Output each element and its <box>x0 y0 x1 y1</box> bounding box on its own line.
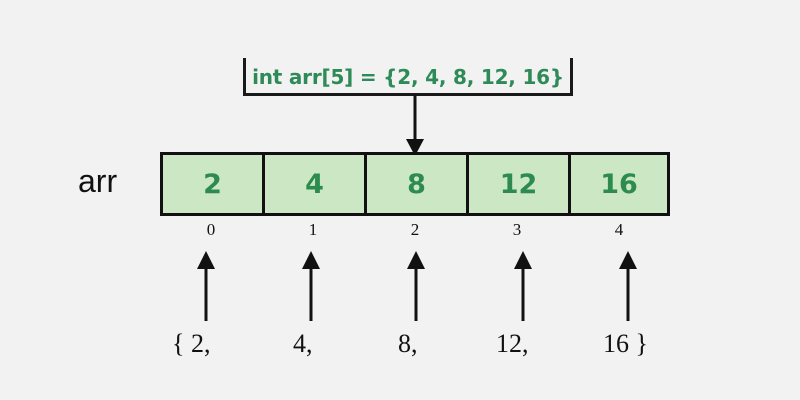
array-cell: 12 <box>466 152 568 216</box>
array-cell: 16 <box>568 152 670 216</box>
array-cell: 4 <box>262 152 364 216</box>
initializer-value-label: 12, <box>496 329 529 358</box>
initializer-up-arrow-icon <box>514 251 532 321</box>
initializer-up-arrow-icon <box>407 251 425 321</box>
array-index-label: 4 <box>614 220 624 239</box>
array-index-label: 0 <box>206 220 216 239</box>
initializer-value-label: 16 } <box>603 329 648 358</box>
array-declaration-text: int arr[5] = {2, 4, 8, 12, 16} <box>252 65 564 89</box>
array-cell: 2 <box>160 152 262 216</box>
initializer-value-label: 8, <box>398 329 418 358</box>
array-index-label: 1 <box>308 220 318 239</box>
initializer-up-arrow-icon <box>302 251 320 321</box>
array-name-label: arr <box>78 163 118 199</box>
initializer-value-label: 4, <box>293 329 313 358</box>
declaration-down-arrow-icon <box>406 95 424 156</box>
initializer-up-arrow-icon <box>619 251 637 321</box>
array-cells-row: 2 4 8 12 16 <box>160 152 670 216</box>
initializer-up-arrow-icon <box>197 251 215 321</box>
initializer-value-label: { 2, <box>172 329 211 358</box>
array-cell: 8 <box>364 152 466 216</box>
array-index-label: 2 <box>410 220 420 239</box>
array-index-label: 3 <box>512 220 522 239</box>
array-index-row: 0 1 2 3 4 <box>160 219 670 241</box>
declaration-callout-bracket <box>243 58 573 96</box>
